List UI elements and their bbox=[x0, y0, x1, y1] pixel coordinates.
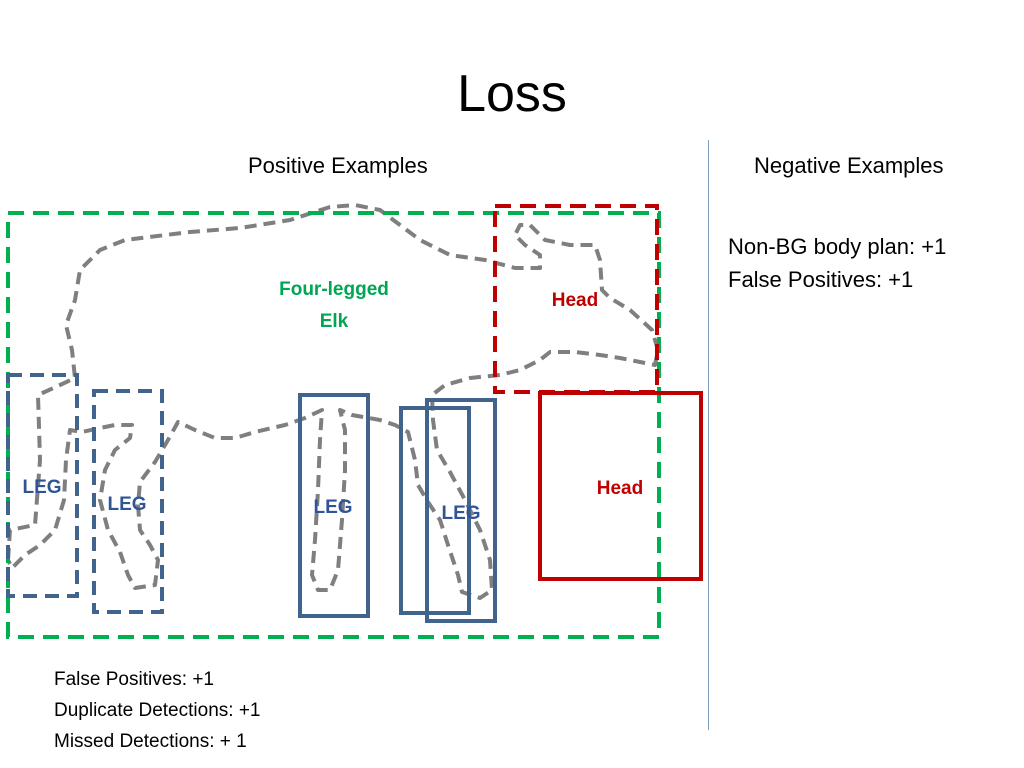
loss-item-missed-detections: Missed Detections: + 1 bbox=[54, 731, 247, 752]
leg-label-4: LEG bbox=[441, 503, 480, 524]
positive-examples-heading: Positive Examples bbox=[248, 153, 428, 178]
leg-solid-box-1 bbox=[298, 393, 370, 618]
elk-label-line2: Elk bbox=[320, 311, 349, 332]
positive-loss-list: False Positives: +1 Duplicate Detections… bbox=[54, 664, 260, 757]
elk-outline bbox=[6, 203, 660, 600]
elk-label-line1: Four-legged bbox=[279, 279, 389, 300]
negative-item-body-plan: Non-BG body plan: +1 bbox=[728, 234, 947, 259]
negative-examples-list: Non-BG body plan: +1 False Positives: +1 bbox=[728, 230, 946, 296]
leg-label-2: LEG bbox=[107, 494, 146, 515]
column-divider bbox=[708, 140, 709, 730]
leg-dashed-box-2 bbox=[92, 389, 164, 614]
loss-item-false-positives: False Positives: +1 bbox=[54, 669, 214, 690]
leg-label-3: LEG bbox=[313, 497, 352, 518]
head-solid-box bbox=[538, 391, 703, 581]
leg-dashed-box-1 bbox=[6, 373, 79, 598]
loss-item-duplicate-detections: Duplicate Detections: +1 bbox=[54, 700, 261, 721]
head-solid-label: Head bbox=[597, 478, 643, 499]
negative-examples-heading: Negative Examples bbox=[754, 153, 944, 178]
leg-label-1: LEG bbox=[22, 477, 61, 498]
leg-solid-box-2 bbox=[399, 406, 471, 615]
negative-item-false-positives: False Positives: +1 bbox=[728, 267, 914, 292]
head-dashed-label: Head bbox=[552, 290, 598, 311]
leg-solid-box-3 bbox=[425, 398, 497, 623]
slide-title: Loss bbox=[457, 65, 567, 123]
